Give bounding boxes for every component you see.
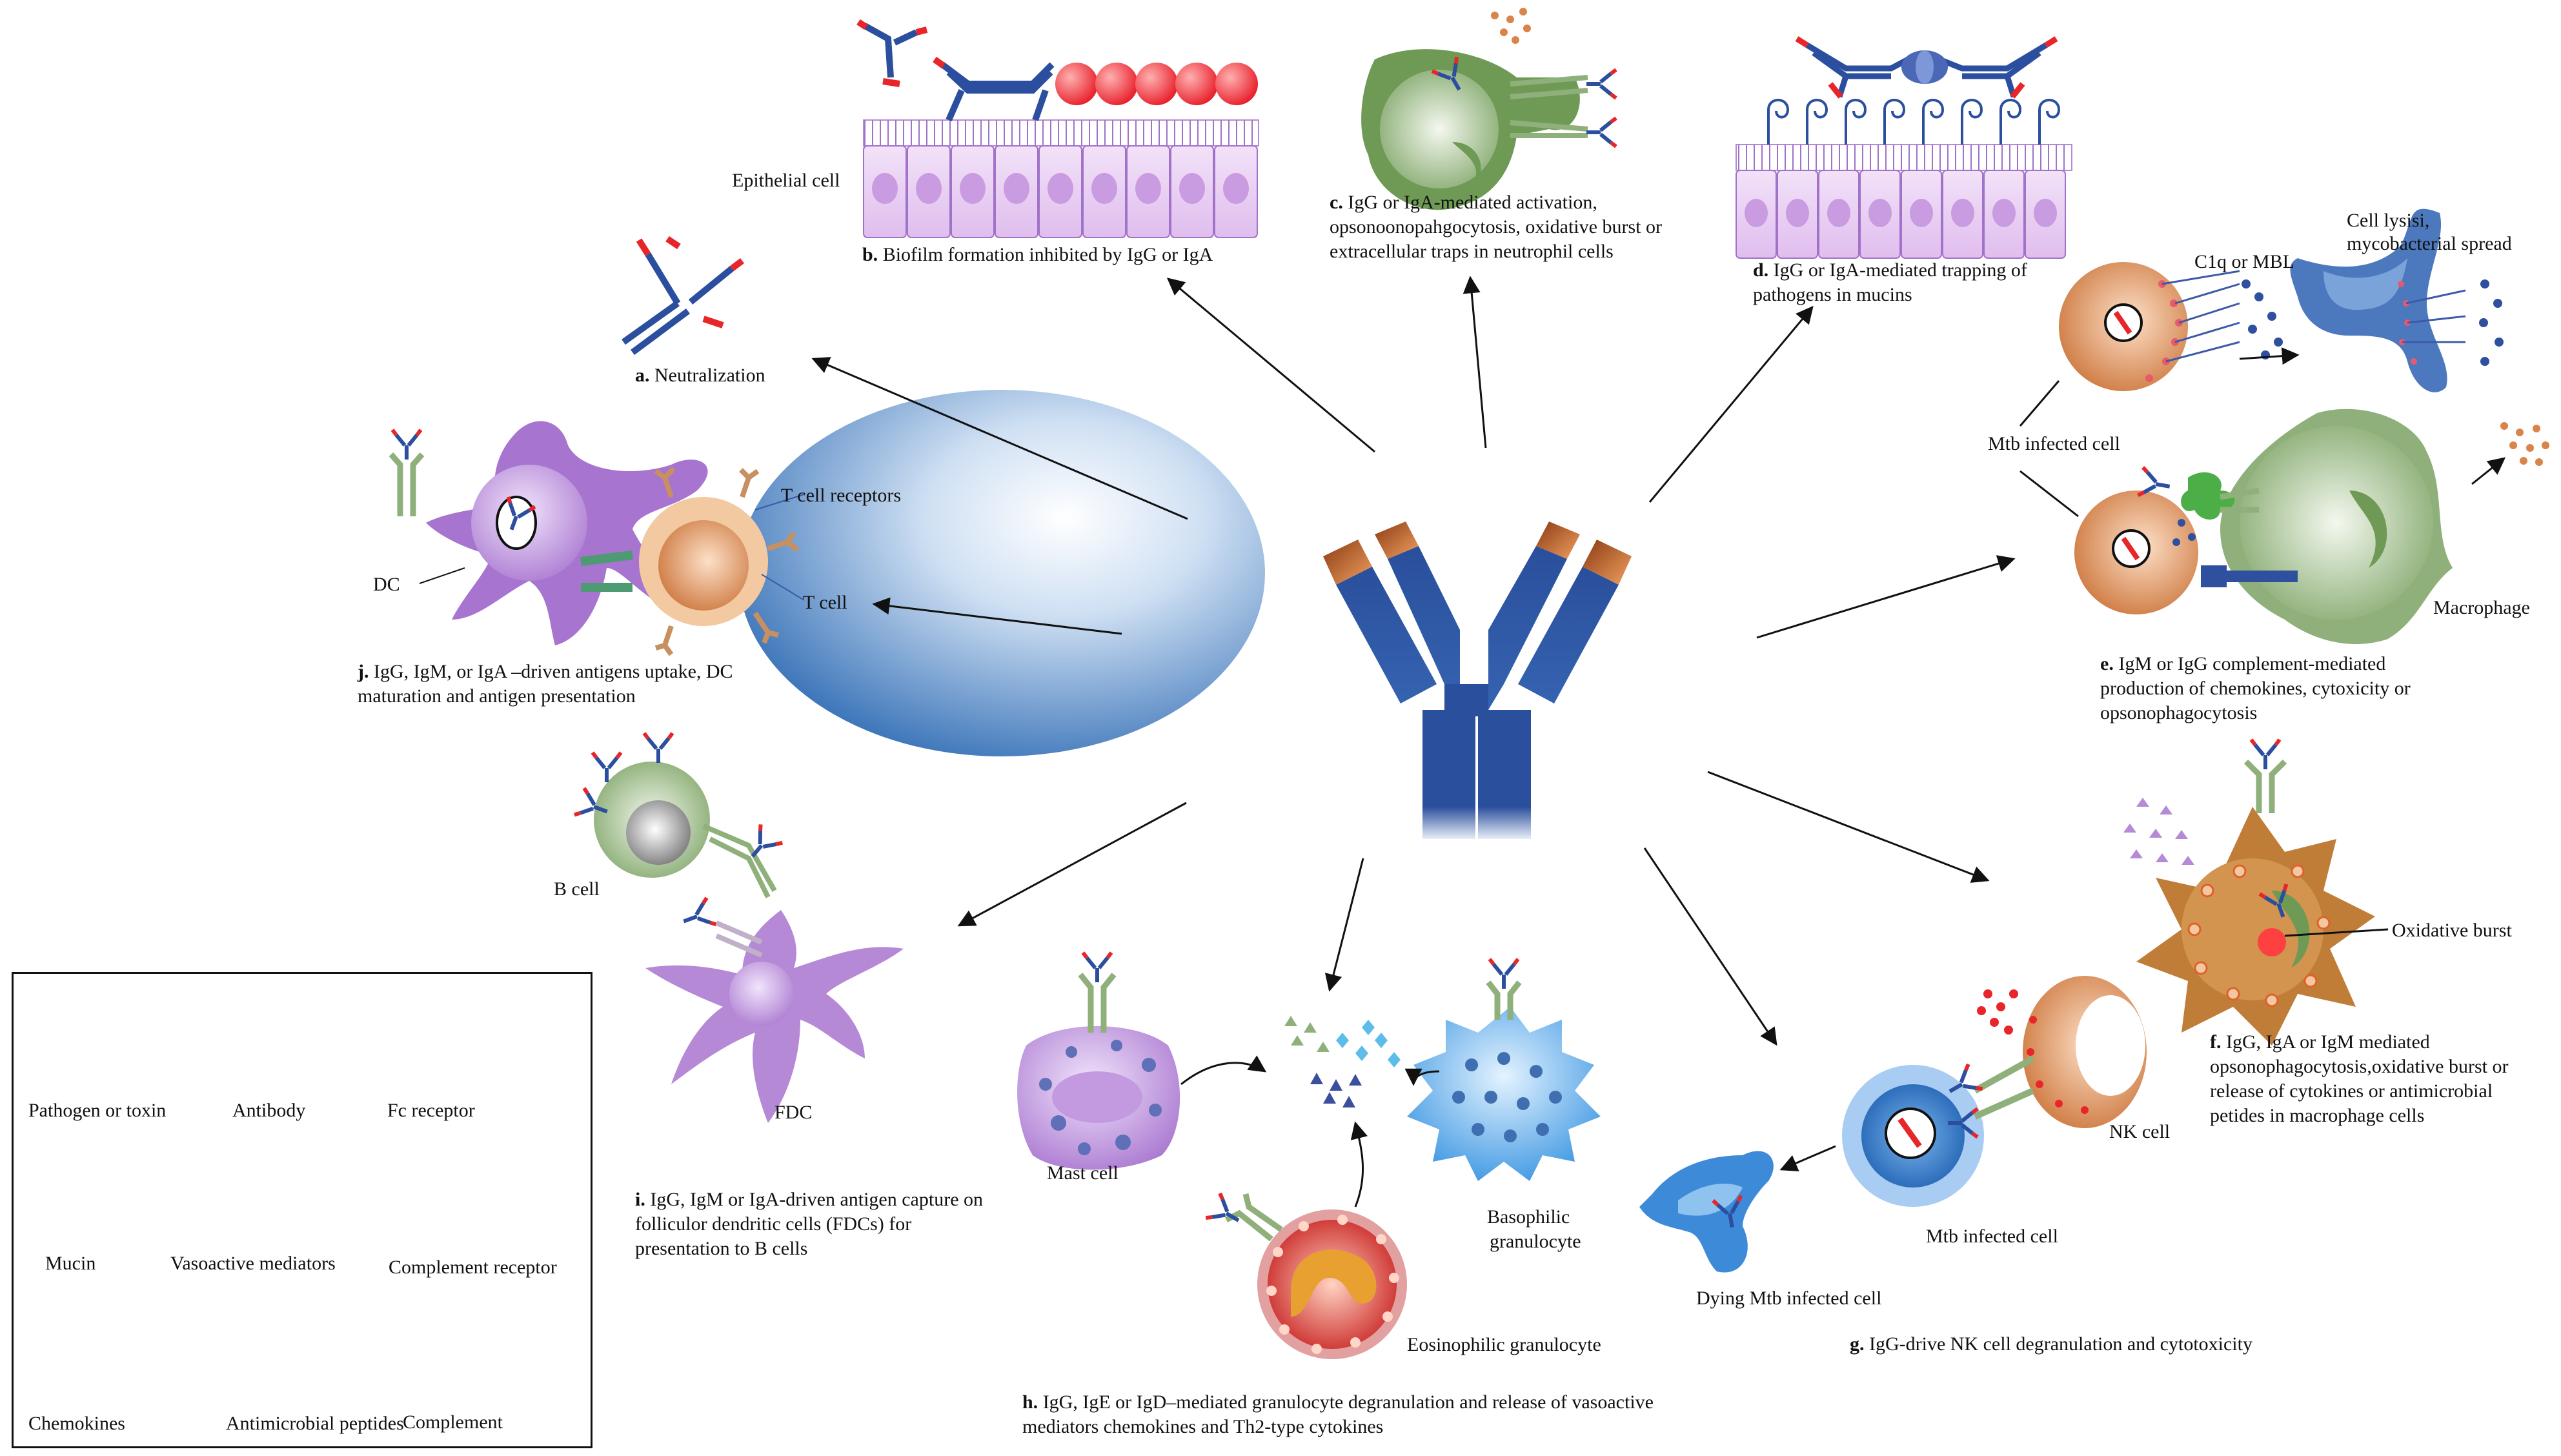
neutralization-illustration [622,236,744,356]
legend-label-mucin: Mucin [45,1253,96,1274]
dc-tcell-illustration [389,421,805,656]
legend-label-vasoactive: Vasoactive mediators [170,1253,336,1274]
legend-label-chemokines: Chemokines [28,1413,125,1434]
legend-label-antibody: Antibody [232,1100,306,1121]
nk-cell-illustration [1639,976,2147,1273]
legend-label-antimicrobial: Antimicrobial peptides [226,1413,404,1434]
label-mtb-infected-cell-e: Mtb infected cell [1988,433,2120,454]
central-antibody-shape [1323,521,1632,839]
label-dying-mtb: Dying Mtb infected cell [1696,1288,1882,1309]
caption-i: i. IgG, IgM or IgA-driven antigen captur… [635,1189,984,1259]
fdc-bcell-illustration [574,733,904,1123]
label-dc: DC [373,574,400,595]
caption-e: e. IgM or IgG complement-mediated produc… [2100,653,2411,723]
label-macrophage: Macrophage [2433,597,2530,618]
label-granulocyte: granulocyte [1490,1231,1581,1252]
caption-g: g. IgG-drive NK cell degranulation and c… [1850,1333,2252,1355]
label-c1q-mbl: C1q or MBL [2194,251,2295,272]
caption-a: a. Neutralization [635,365,765,386]
legend-label-pathogen: Pathogen or toxin [28,1100,167,1121]
caption-f: f. IgG, IgA or IgM mediated opsonophagoc… [2210,1031,2509,1126]
label-basophilic: Basophilic [1487,1206,1570,1228]
caption-d: d. IgG or IgA-mediated trapping of patho… [1753,259,2027,305]
legend-label-fc-receptor: Fc receptor [387,1100,475,1121]
label-epithelial-cell: Epithelial cell [732,170,840,191]
label-nk-cell: NK cell [2109,1121,2171,1142]
label-cell-lysis: Cell lysisi, [2347,210,2430,231]
caption-h: h. IgG, IgE or IgD–mediated granulocyte … [1022,1391,1654,1437]
mucin-trapping-illustration [1736,36,2072,259]
neutrophil-illustration [1361,8,1616,210]
complement-illustration [2019,208,2549,645]
macrophage-burst-illustration [2123,740,2389,1046]
caption-j: j. IgG, IgM, or IgA –driven antigens upt… [358,661,733,707]
caption-b: b. Biofilm formation inhibited by IgG or… [862,244,1213,265]
label-t-cell: T cell [803,592,847,613]
center-antibody-hub [738,390,1632,839]
granulocyte-illustration [1017,953,1601,1359]
label-mtb-infected-cell-g: Mtb infected cell [1926,1226,2058,1247]
legend-label-complement-receptor: Complement receptor [389,1257,557,1278]
label-mast-cell: Mast cell [1047,1162,1119,1184]
label-mycobacterial-spread: mycobacterial spread [2347,233,2512,254]
caption-c: c. IgG or IgA-mediated activation, opson… [1330,192,1662,262]
label-t-cell-receptors: T cell receptors [781,485,902,506]
mechanism-arrows [811,276,2016,1046]
label-eosinophilic: Eosinophilic granulocyte [1407,1334,1601,1355]
label-fdc: FDC [774,1102,813,1123]
label-oxidative-burst: Oxidative burst [2392,920,2512,941]
legend-box [12,972,592,1448]
biofilm-illustration [856,19,1259,238]
legend-label-complement: Complement [403,1411,503,1433]
label-b-cell: B cell [554,878,600,900]
